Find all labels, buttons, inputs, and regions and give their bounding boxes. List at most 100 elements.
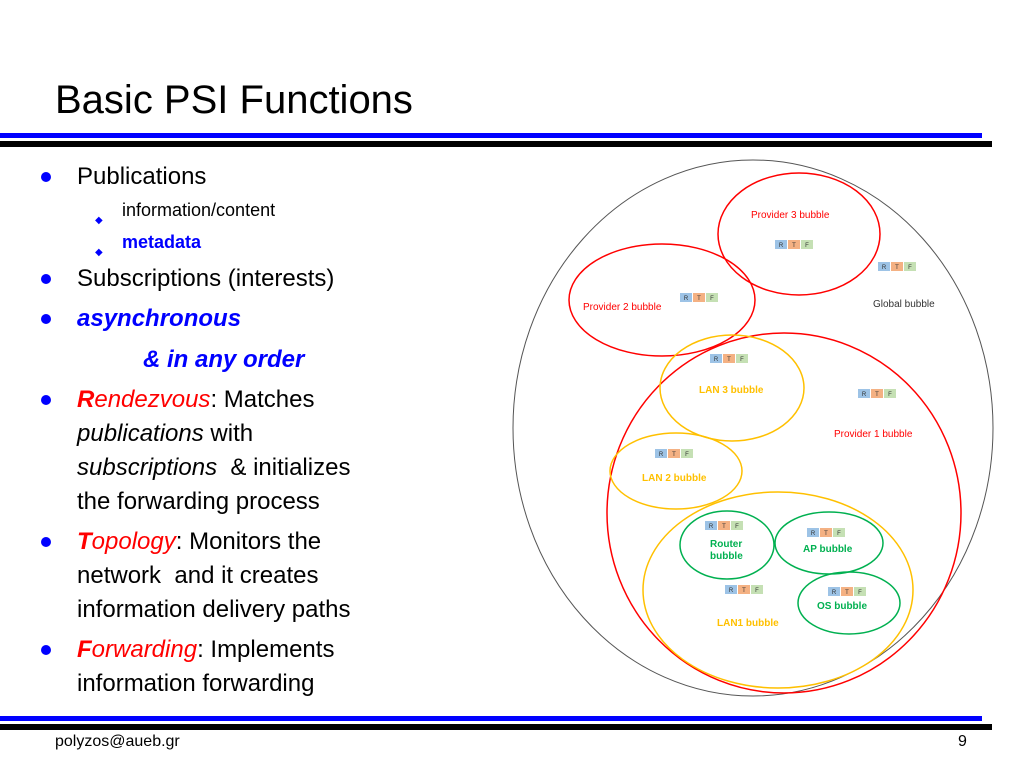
bullet-text: & in any order — [143, 346, 305, 373]
rtf-cell — [801, 240, 813, 249]
rtf-letter: F — [858, 590, 862, 596]
rtf-letter: R — [811, 531, 816, 537]
rtf-letter: F — [740, 357, 744, 363]
rtf-cell — [693, 293, 705, 302]
router-label-line2: bubble — [710, 551, 743, 562]
bullet-text: : Monitors the — [175, 528, 322, 555]
rtf-cell — [718, 521, 730, 530]
bullet-list: Publications ◆ information/content ◆ met… — [40, 160, 420, 701]
rtf-letter: R — [862, 392, 867, 398]
rtf-cell — [891, 262, 903, 271]
rtf-letter: R — [714, 357, 719, 363]
os-bubble — [797, 571, 901, 635]
rtf-cell — [841, 587, 853, 596]
provider1-bubble — [606, 332, 962, 694]
bubble-diagram: Provider 3 bubble Provider 2 bubble Glob… — [512, 159, 994, 697]
rtf-letter: R — [659, 452, 664, 458]
bullet-dot — [41, 274, 51, 284]
bullet-publications: Publications — [40, 160, 420, 194]
lan2-bubble — [609, 432, 743, 510]
os-label: OS bubble — [817, 601, 867, 612]
rtf-cell — [858, 389, 870, 398]
bullet-text: & initializes — [217, 454, 351, 481]
router-bubble — [679, 510, 775, 580]
rtf-letter: F — [805, 243, 809, 249]
provider3-label: Provider 3 bubble — [751, 210, 830, 221]
sub-bullet-content: ◆ information/content — [40, 194, 420, 226]
rtf-cell — [904, 262, 916, 271]
rtf-cell — [655, 449, 667, 458]
rtf-letter: F — [908, 265, 912, 271]
forwarding-term: orwarding — [91, 636, 198, 663]
bullet-text: : Matches — [210, 386, 315, 413]
rtf-cell — [738, 585, 750, 594]
bullet-text: Publications — [77, 163, 207, 190]
bullet-dot — [41, 645, 51, 655]
rtf-cell — [828, 587, 840, 596]
bullet-topology: Topology: Monitors the network and it cr… — [40, 525, 420, 627]
rtf-cell — [775, 240, 787, 249]
global-bubble — [512, 159, 994, 697]
ap-label: AP bubble — [803, 544, 853, 555]
sub-bullet-text: information/content — [122, 200, 276, 220]
bullet-dot — [41, 537, 51, 547]
rtf-letter: F — [685, 452, 689, 458]
rtf-cell — [820, 528, 832, 537]
rtf-cell — [725, 585, 737, 594]
rtf-cell — [751, 585, 763, 594]
bullet-text: publications — [77, 420, 204, 447]
global-label: Global bubble — [873, 299, 935, 310]
rtf-letter: F — [755, 588, 759, 594]
rtf-cell — [878, 262, 890, 271]
rtf-letter: R — [832, 590, 837, 596]
rtf-letter: R — [684, 296, 689, 302]
rtf-letter: T — [697, 296, 701, 302]
lan3-label: LAN 3 bubble — [699, 385, 764, 396]
bullet-text: : Implements — [197, 636, 335, 663]
diamond-icon: ◆ — [95, 215, 103, 226]
lan1-bubble — [642, 491, 914, 689]
title-rule-black — [0, 141, 992, 147]
rtf-letter: R — [779, 243, 784, 249]
rtf-letter: R — [729, 588, 734, 594]
slide-title: Basic PSI Functions — [55, 78, 413, 122]
rtf-cell — [723, 354, 735, 363]
rtf-cell — [668, 449, 680, 458]
topology-initial: T — [77, 528, 92, 555]
sub-bullet-text: metadata — [122, 232, 202, 252]
page-number: 9 — [958, 733, 967, 750]
rtf-letter: T — [722, 524, 726, 530]
rtf-cell — [680, 293, 692, 302]
title-rule-blue — [0, 133, 982, 138]
bullet-dot — [41, 314, 51, 324]
bullet-asynchronous: asynchronous — [40, 302, 420, 336]
rtf-cell — [854, 587, 866, 596]
bullet-text: network and it creates — [77, 562, 319, 589]
provider1-label: Provider 1 bubble — [834, 429, 913, 440]
bullet-text: the forwarding process — [77, 488, 320, 515]
rtf-cell — [788, 240, 800, 249]
rtf-cell — [736, 354, 748, 363]
rtf-cell — [807, 528, 819, 537]
bullet-text: information delivery paths — [77, 596, 351, 623]
footer-rule-black — [0, 724, 992, 730]
bullet-text: information forwarding — [77, 670, 315, 697]
rtf-letter: R — [709, 524, 714, 530]
router-label-line1: Router — [710, 539, 742, 550]
rtf-cell — [681, 449, 693, 458]
rtf-letter: T — [895, 265, 899, 271]
rtf-cell — [705, 521, 717, 530]
lan1-label: LAN1 bubble — [717, 618, 779, 629]
rtf-letter: F — [710, 296, 714, 302]
rendezvous-term: endezvous — [94, 386, 211, 413]
rtf-letter: F — [888, 392, 892, 398]
